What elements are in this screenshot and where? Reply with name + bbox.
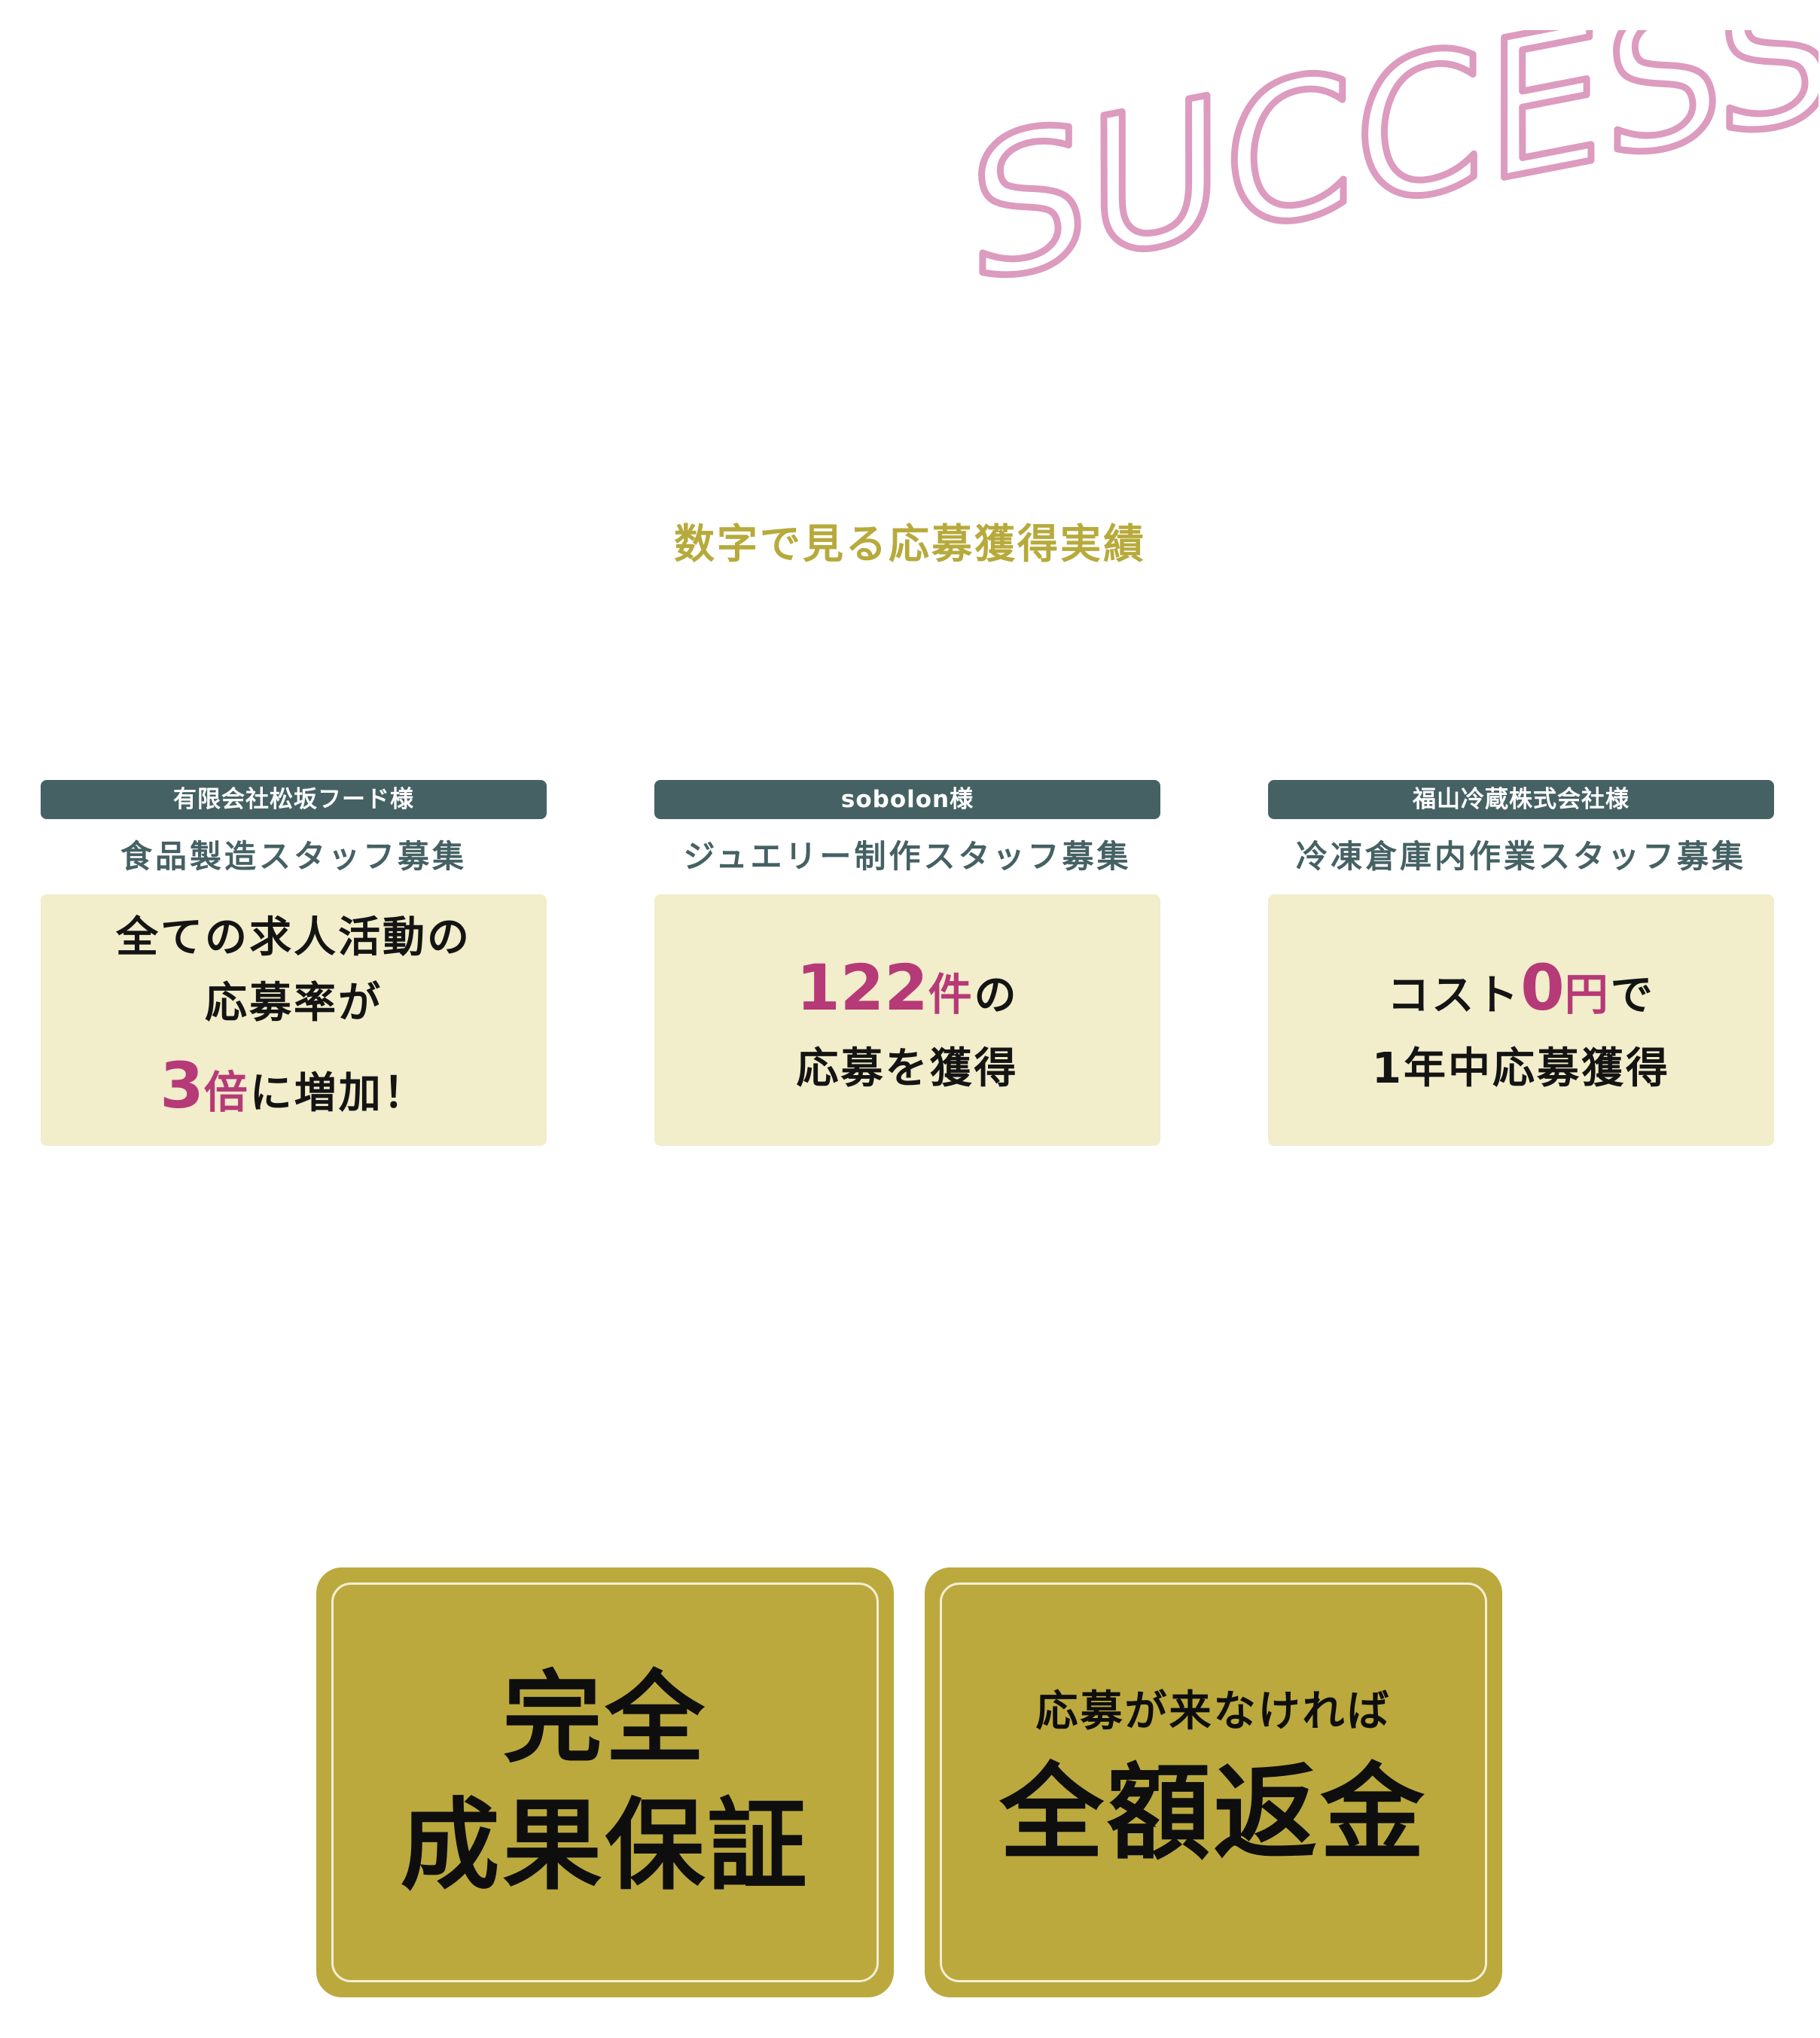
case-card-fukuyama: 福山冷蔵株式会社様 冷凍倉庫内作業スタッフ募集 コスト0円で 1年中応募獲得 bbox=[1268, 780, 1774, 1146]
client-badge: sobolon様 bbox=[654, 780, 1160, 819]
guarantee-panel-inner: 応募が来なければ 全額返金 bbox=[940, 1583, 1487, 1982]
result-line: コスト0円で bbox=[1387, 939, 1654, 1037]
result-tail: に増加！ bbox=[249, 1068, 428, 1118]
client-badge: 福山冷蔵株式会社様 bbox=[1268, 780, 1774, 819]
success-case-text: SUCCESS CASE bbox=[975, 30, 1818, 316]
result-line: 全ての求人活動の bbox=[116, 913, 471, 963]
success-case-script: SUCCESS CASE bbox=[975, 30, 1818, 316]
guarantee-panel-results: 完全 成果保証 bbox=[316, 1567, 894, 1997]
result-number: 122 bbox=[796, 950, 928, 1025]
result-line: 応募率が bbox=[205, 978, 383, 1028]
case-card-sobolon: sobolon様 ジュエリー制作スタッフ募集 122件の 応募を獲得 bbox=[654, 780, 1160, 1146]
job-title: 食品製造スタッフ募集 bbox=[120, 838, 467, 875]
job-title: 冷凍倉庫内作業スタッフ募集 bbox=[1295, 838, 1746, 875]
result-head: コスト bbox=[1387, 970, 1521, 1020]
result-line: 1年中応募獲得 bbox=[1372, 1043, 1670, 1093]
result-line: 3倍に増加！ bbox=[160, 1037, 427, 1135]
result-number: 0 bbox=[1520, 950, 1565, 1025]
guarantee-subline: 応募が来なければ bbox=[1035, 1686, 1392, 1736]
result-line: 122件の bbox=[796, 939, 1018, 1037]
guarantee-panel-refund: 応募が来なければ 全額返金 bbox=[925, 1567, 1502, 1997]
result-box: コスト0円で 1年中応募獲得 bbox=[1268, 894, 1774, 1146]
guarantee-panel-inner: 完全 成果保証 bbox=[331, 1583, 879, 1982]
section-title: 数字で見る応募獲得実績 bbox=[674, 520, 1146, 568]
result-unit: 円 bbox=[1564, 968, 1611, 1020]
result-tail: で bbox=[1610, 970, 1655, 1020]
success-case-heading: SUCCESS CASE bbox=[975, 30, 1818, 316]
case-card-matsuzaka: 有限会社松坂フード様 食品製造スタッフ募集 全ての求人活動の 応募率が 3倍に増… bbox=[41, 780, 547, 1146]
result-number: 3 bbox=[160, 1048, 204, 1123]
result-unit: 倍 bbox=[203, 1066, 250, 1118]
guarantee-line: 完全 bbox=[502, 1660, 708, 1777]
result-unit: 件 bbox=[928, 968, 974, 1020]
result-box: 122件の 応募を獲得 bbox=[654, 894, 1160, 1146]
guarantee-main: 全額返金 bbox=[999, 1752, 1428, 1874]
client-badge: 有限会社松坂フード様 bbox=[41, 780, 547, 819]
result-box: 全ての求人活動の 応募率が 3倍に増加！ bbox=[41, 894, 547, 1146]
result-line: 応募を獲得 bbox=[796, 1043, 1019, 1093]
guarantee-line: 成果保証 bbox=[400, 1787, 810, 1904]
result-tail: の bbox=[974, 970, 1019, 1020]
job-title: ジュエリー制作スタッフ募集 bbox=[683, 838, 1132, 875]
